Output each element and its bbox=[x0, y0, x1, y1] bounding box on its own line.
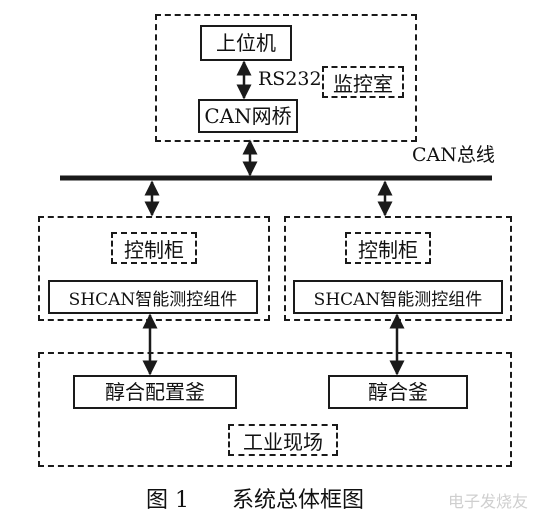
host-pc-label: 上位机 bbox=[216, 31, 276, 55]
industrial-field-group bbox=[38, 352, 512, 467]
left-module-box: SHCAN智能测控组件 bbox=[48, 280, 258, 314]
right-cabinet-label: 控制柜 bbox=[345, 232, 431, 264]
left-kettle-box: 醇合配置釜 bbox=[73, 375, 237, 409]
right-kettle-box: 醇合釜 bbox=[328, 375, 468, 409]
right-cabinet-group bbox=[284, 216, 512, 321]
right-module-box: SHCAN智能测控组件 bbox=[293, 280, 503, 314]
figure-title: 系统总体框图 bbox=[232, 488, 365, 513]
can-bridge-label: CAN网桥 bbox=[204, 104, 292, 128]
can-bridge-box: CAN网桥 bbox=[198, 99, 298, 133]
host-pc-box: 上位机 bbox=[200, 25, 292, 61]
right-kettle-label: 醇合釜 bbox=[368, 380, 428, 404]
monitor-room-group bbox=[155, 14, 417, 142]
right-module-label: SHCAN智能测控组件 bbox=[313, 289, 483, 310]
can-bus-label: CAN总线 bbox=[412, 144, 495, 166]
watermark-text: 电子发烧友 bbox=[448, 492, 529, 511]
left-cabinet-group bbox=[38, 216, 270, 321]
rs232-label: RS232 bbox=[258, 68, 322, 90]
industrial-field-label: 工业现场 bbox=[228, 424, 338, 456]
left-cabinet-label: 控制柜 bbox=[111, 232, 197, 264]
monitor-room-label: 监控室 bbox=[322, 66, 404, 98]
left-module-label: SHCAN智能测控组件 bbox=[68, 289, 238, 310]
left-kettle-label: 醇合配置釜 bbox=[105, 380, 205, 404]
figure-number: 图 1 bbox=[146, 488, 189, 513]
